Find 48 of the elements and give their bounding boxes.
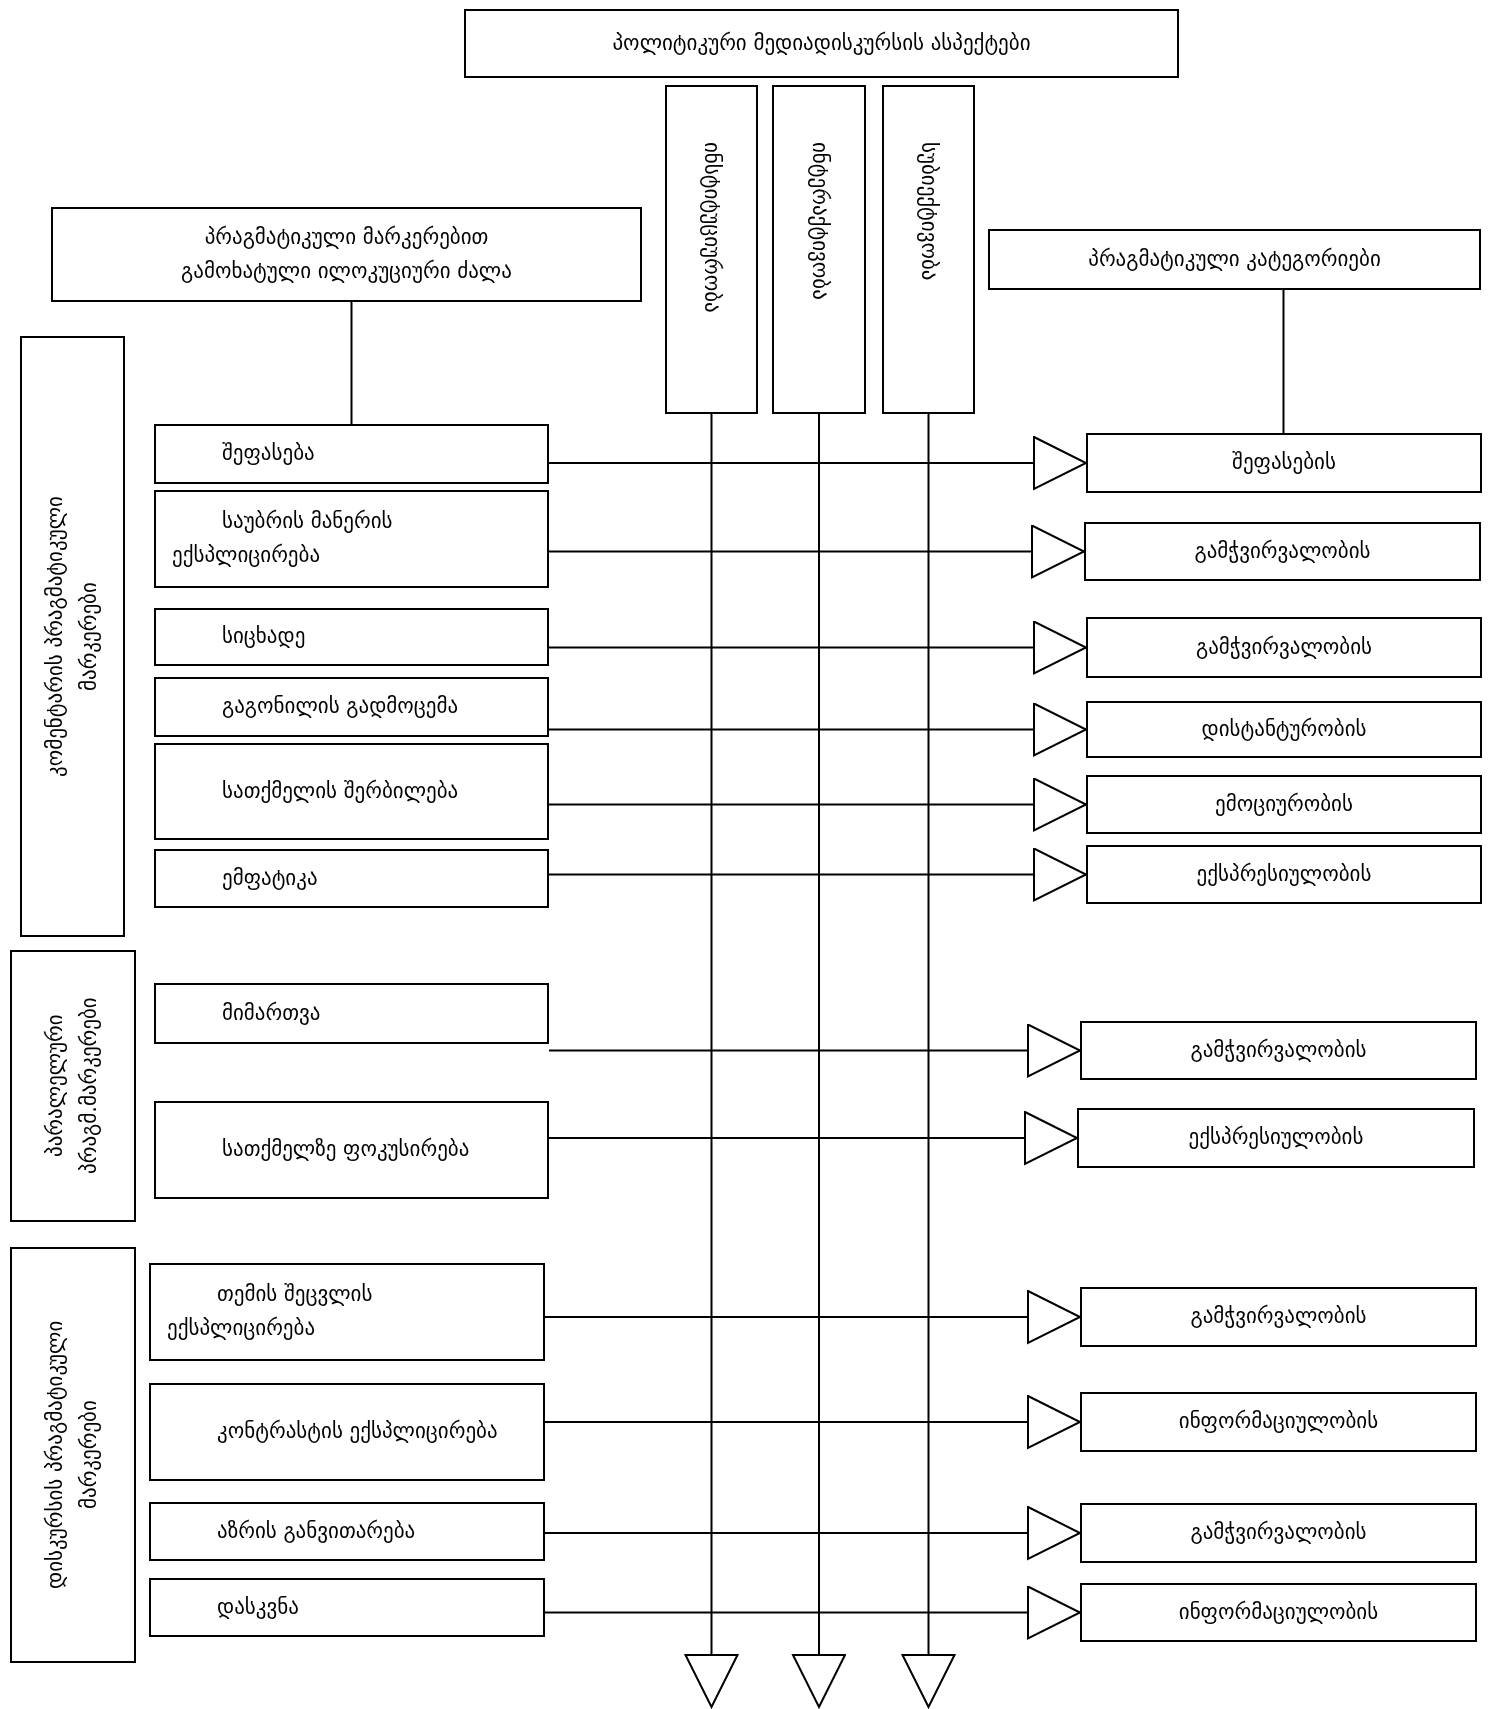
heading-box: პრაგმატიკული კატეგორიები xyxy=(988,229,1481,290)
arrow xyxy=(544,1395,1081,1449)
marker-box: შეფასება xyxy=(154,424,549,484)
group-label-box: პარალელური პრაგმ.მარკერები xyxy=(10,950,136,1222)
group-label-box: კომენტარის პრაგმატიკული მარკერები xyxy=(20,336,125,937)
category-box: ემოციურობის xyxy=(1086,775,1482,834)
category-box: გამჭვირვალობის xyxy=(1080,1287,1477,1347)
heading-box: პოლიტიკური მედიადისკურსის ასპექტები xyxy=(464,9,1179,78)
marker-box: გაგონილის გადმოცემა xyxy=(154,677,549,737)
arrow xyxy=(548,436,1087,490)
group-label-box: დისკურსის პრაგმატიკული მარკერები xyxy=(10,1247,136,1663)
arrow xyxy=(548,702,1087,757)
marker-box: სიცხადე xyxy=(154,608,549,666)
arrow xyxy=(548,524,1085,579)
arrow xyxy=(901,413,956,1708)
category-box: შეფასების xyxy=(1086,433,1482,493)
arrow xyxy=(544,1290,1081,1344)
aspect-column: ინსტიტუციურობა xyxy=(665,85,758,414)
marker-box: თემის შეცვლის ექსპლიცირება xyxy=(149,1263,545,1361)
marker-box: კონტრასტის ექსპლიცირება xyxy=(149,1383,545,1481)
category-box: ექსპრესიულობის xyxy=(1077,1108,1475,1168)
category-box: ინფორმაციულობის xyxy=(1080,1583,1477,1642)
arrow xyxy=(544,1506,1081,1560)
aspect-column: ინტერაქტივობა xyxy=(772,85,866,414)
arrow xyxy=(792,413,846,1708)
arrow xyxy=(548,620,1087,675)
arrow xyxy=(548,1023,1081,1078)
arrow xyxy=(544,1585,1081,1640)
category-box: დისტანტურობის xyxy=(1086,701,1482,758)
category-box: ინფორმაციულობის xyxy=(1080,1392,1477,1452)
marker-box: დასკვნა xyxy=(149,1578,545,1637)
arrow xyxy=(684,413,739,1708)
category-box: გამჭვირვალობის xyxy=(1086,617,1482,678)
heading-box: პრაგმატიკული მარკერებით გამოხატული ილოკუციური ძალა xyxy=(51,207,642,302)
marker-box: საუბრის მანერის ექსპლიცირება xyxy=(154,490,549,588)
arrow xyxy=(548,1111,1078,1165)
arrow xyxy=(548,847,1087,902)
marker-box: მიმართვა xyxy=(154,983,549,1044)
aspect-column: სუბიექტივობა xyxy=(882,85,975,414)
marker-box: აზრის განვითარება xyxy=(149,1502,545,1561)
category-box: გამჭვირვალობის xyxy=(1080,1503,1477,1563)
category-box: ექსპრესიულობის xyxy=(1086,845,1482,904)
arrow xyxy=(548,777,1087,832)
marker-box: ემფატიკა xyxy=(154,849,549,908)
category-box: გამჭვირვალობის xyxy=(1084,522,1481,581)
marker-box: სათქმელზე ფოკუსირება xyxy=(154,1101,549,1199)
category-box: გამჭვირვალობის xyxy=(1080,1021,1477,1080)
marker-box: სათქმელის შერბილება xyxy=(154,743,549,840)
